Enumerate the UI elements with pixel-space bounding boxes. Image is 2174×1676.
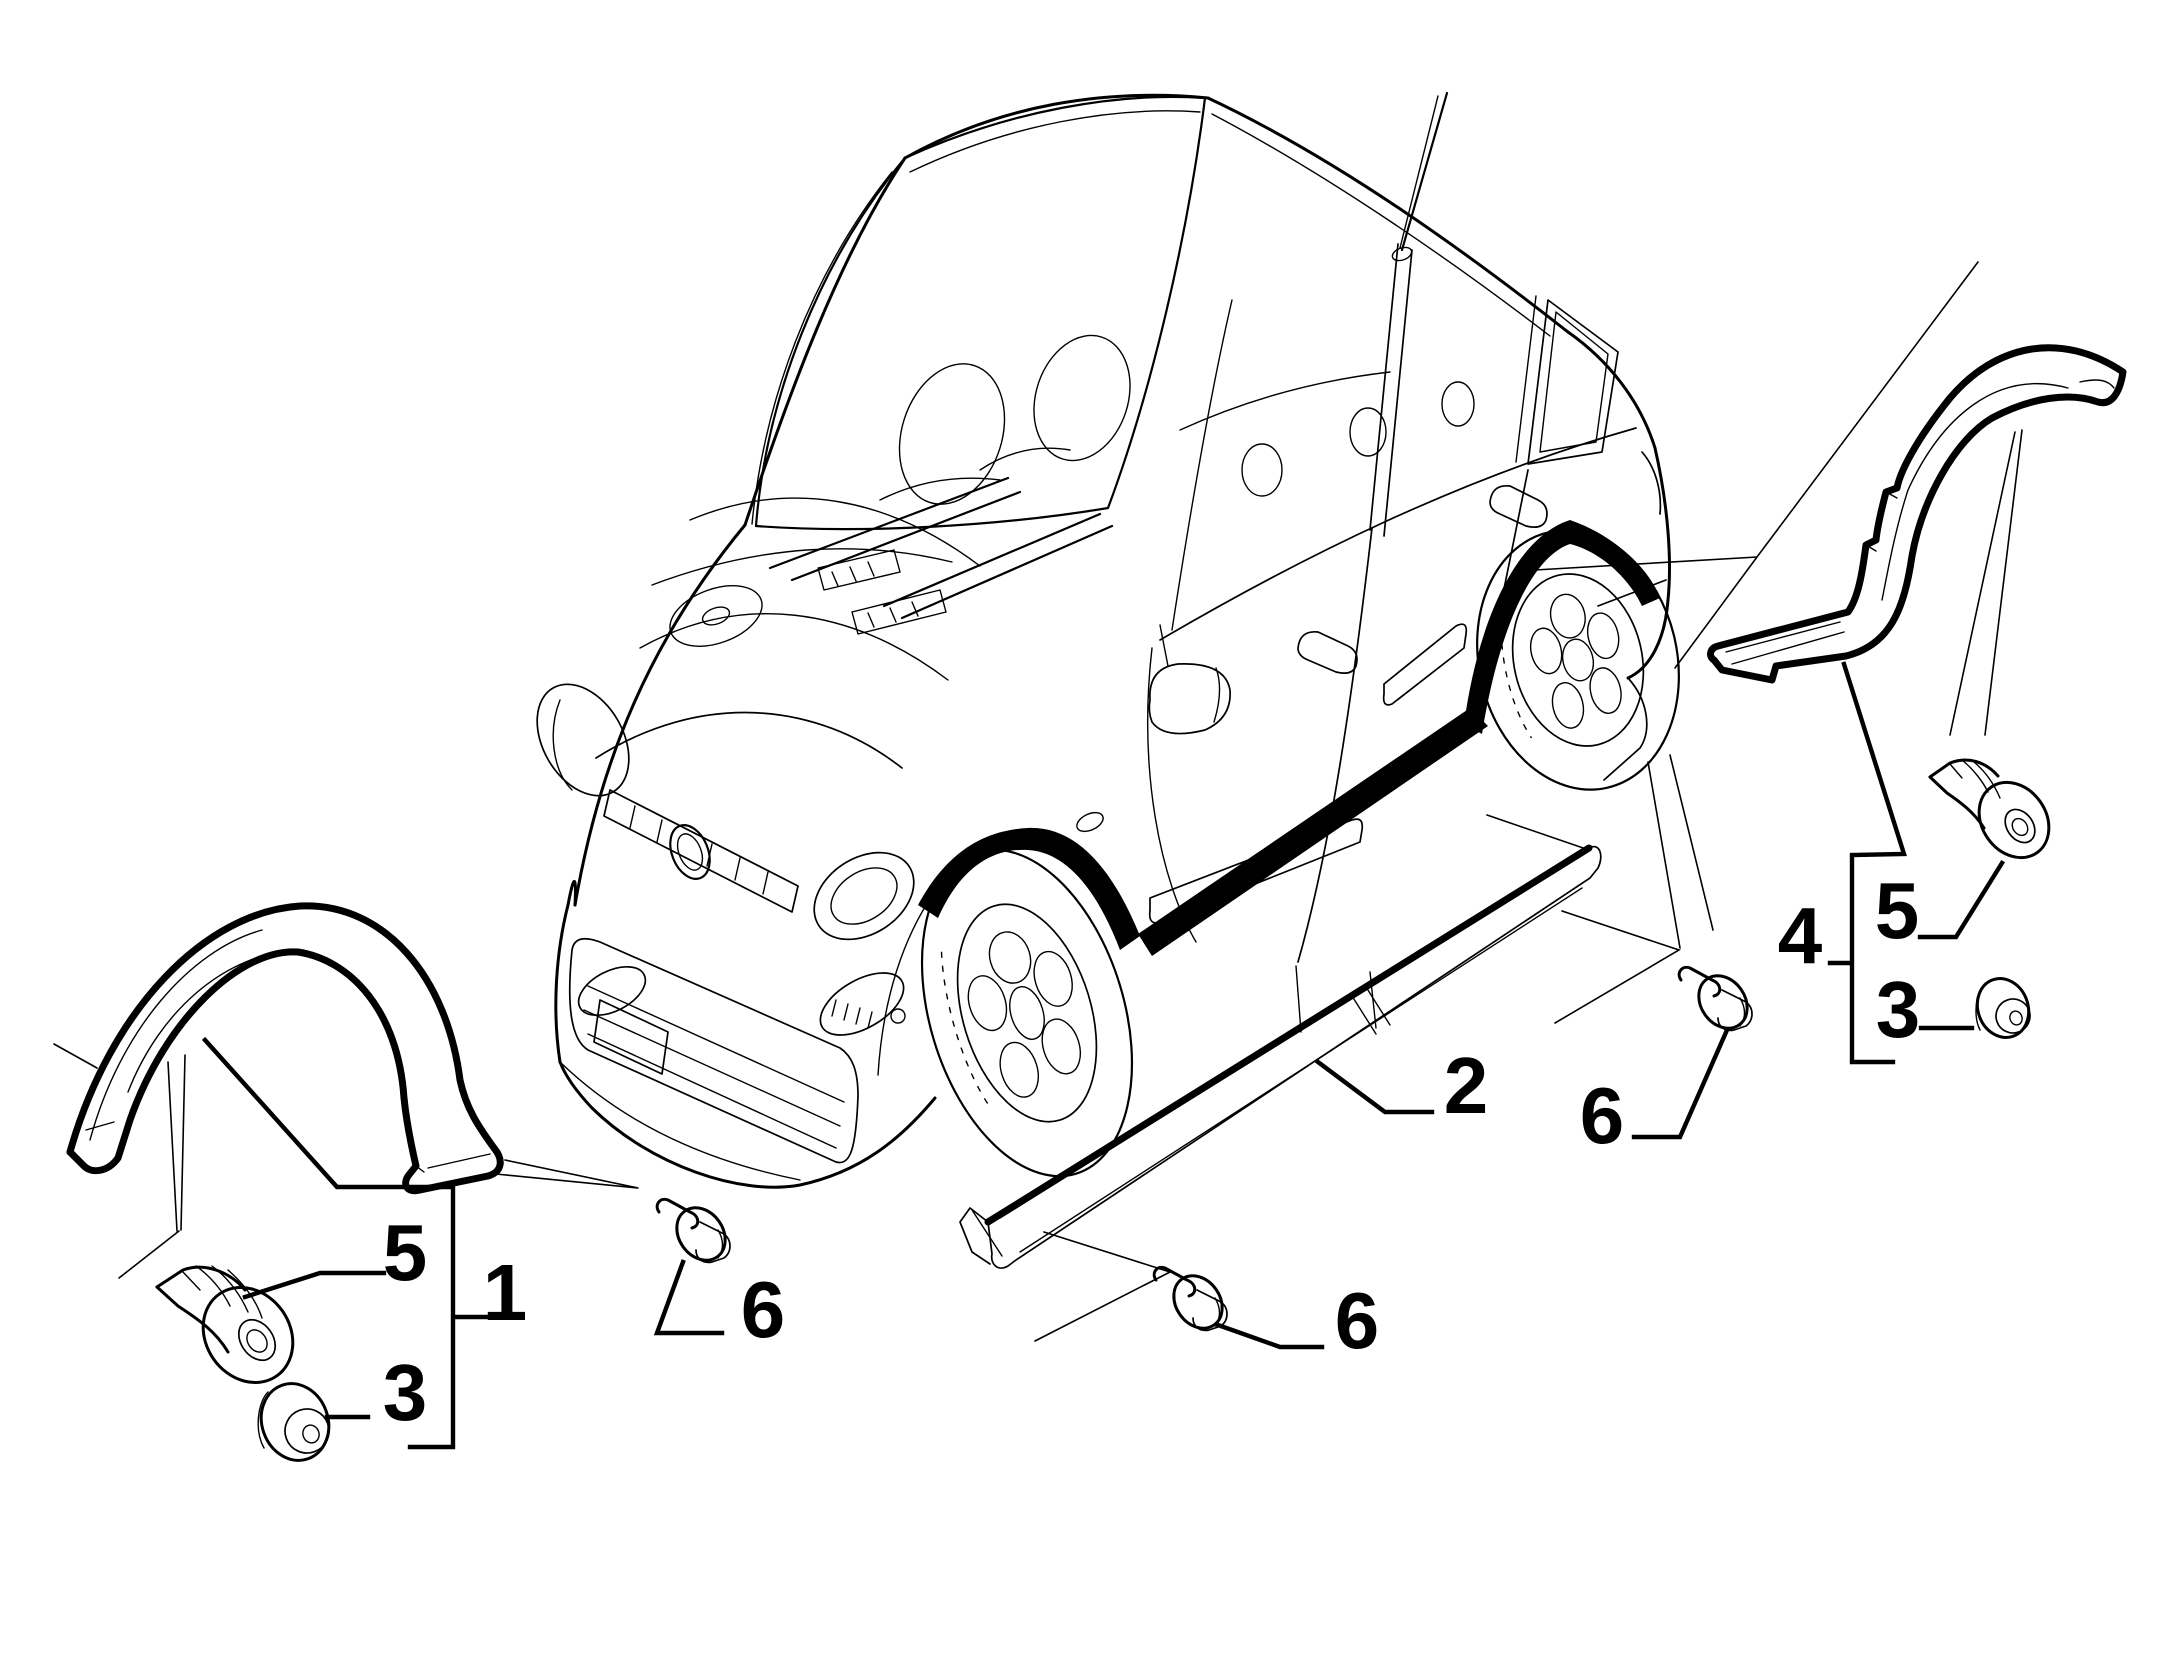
rear-arch-band	[1464, 520, 1660, 734]
rear-wheel-arch-trim-part	[1707, 344, 2127, 684]
headlight-right	[813, 851, 915, 941]
front-wheel	[920, 848, 1134, 1178]
callout-1: 1	[483, 1248, 528, 1337]
callout-3-left: 3	[383, 1348, 428, 1437]
leader-part-1	[201, 1036, 489, 1450]
windshield	[754, 95, 1207, 635]
front-arch-band	[918, 827, 1140, 950]
hood-lines	[595, 497, 981, 769]
callout-5-right: 5	[1875, 866, 1920, 955]
antenna	[1391, 91, 1449, 262]
door-molding-rear	[1382, 623, 1468, 706]
side-mirror	[1148, 624, 1231, 735]
headlight-left	[536, 683, 630, 797]
callout-6-center: 6	[1335, 1276, 1380, 1365]
grommet-right	[1975, 977, 2031, 1039]
installed-trim-bands	[918, 520, 1660, 956]
leader-rivet-left	[242, 1270, 387, 1300]
stud-clip-front	[655, 1197, 731, 1264]
vehicle-illustration	[536, 91, 1680, 1189]
rear-wheel	[1476, 529, 1680, 791]
callout-6-rear: 6	[1580, 1071, 1625, 1160]
callout-3-right: 3	[1876, 965, 1921, 1054]
projection-lines	[53, 261, 2023, 1342]
callout-6-front: 6	[741, 1265, 786, 1354]
leader-clip-rear	[1631, 1027, 1730, 1140]
door-handle-rear	[1489, 484, 1548, 528]
doors	[1076, 469, 1548, 1033]
leader-rivet-right	[1917, 859, 2006, 940]
callout-4: 4	[1778, 891, 1823, 980]
front-wheel-arch-trim-part	[66, 902, 504, 1195]
sill-band	[1138, 708, 1488, 956]
callout-2: 2	[1444, 1041, 1489, 1130]
push-rivet-right	[1928, 758, 2051, 860]
grommet-left	[257, 1382, 331, 1462]
front-grille	[603, 789, 799, 913]
leader-clip-front	[653, 1259, 725, 1336]
callout-leaders	[201, 661, 2006, 1450]
stud-clip-rear	[1677, 965, 1753, 1032]
leader-clip-center	[1215, 1322, 1325, 1350]
callout-labels: 1 2 3 3 4 5 5 6 6 6	[383, 866, 1921, 1437]
side-sill-molding-part	[959, 844, 1602, 1269]
leader-part-2	[1314, 1058, 1435, 1115]
door-handle-front	[1297, 630, 1358, 674]
fog-light-right	[819, 972, 906, 1036]
side-windows	[1159, 243, 1637, 641]
interior-details	[651, 334, 1475, 647]
fog-light-left	[577, 965, 647, 1017]
lower-grille	[568, 937, 859, 1164]
callout-5-left: 5	[383, 1208, 428, 1297]
door-molding-front	[1148, 818, 1364, 924]
push-rivet-left	[155, 1265, 295, 1385]
side-repeater-lamp	[1076, 811, 1104, 833]
leader-part-4	[1827, 661, 1907, 1065]
